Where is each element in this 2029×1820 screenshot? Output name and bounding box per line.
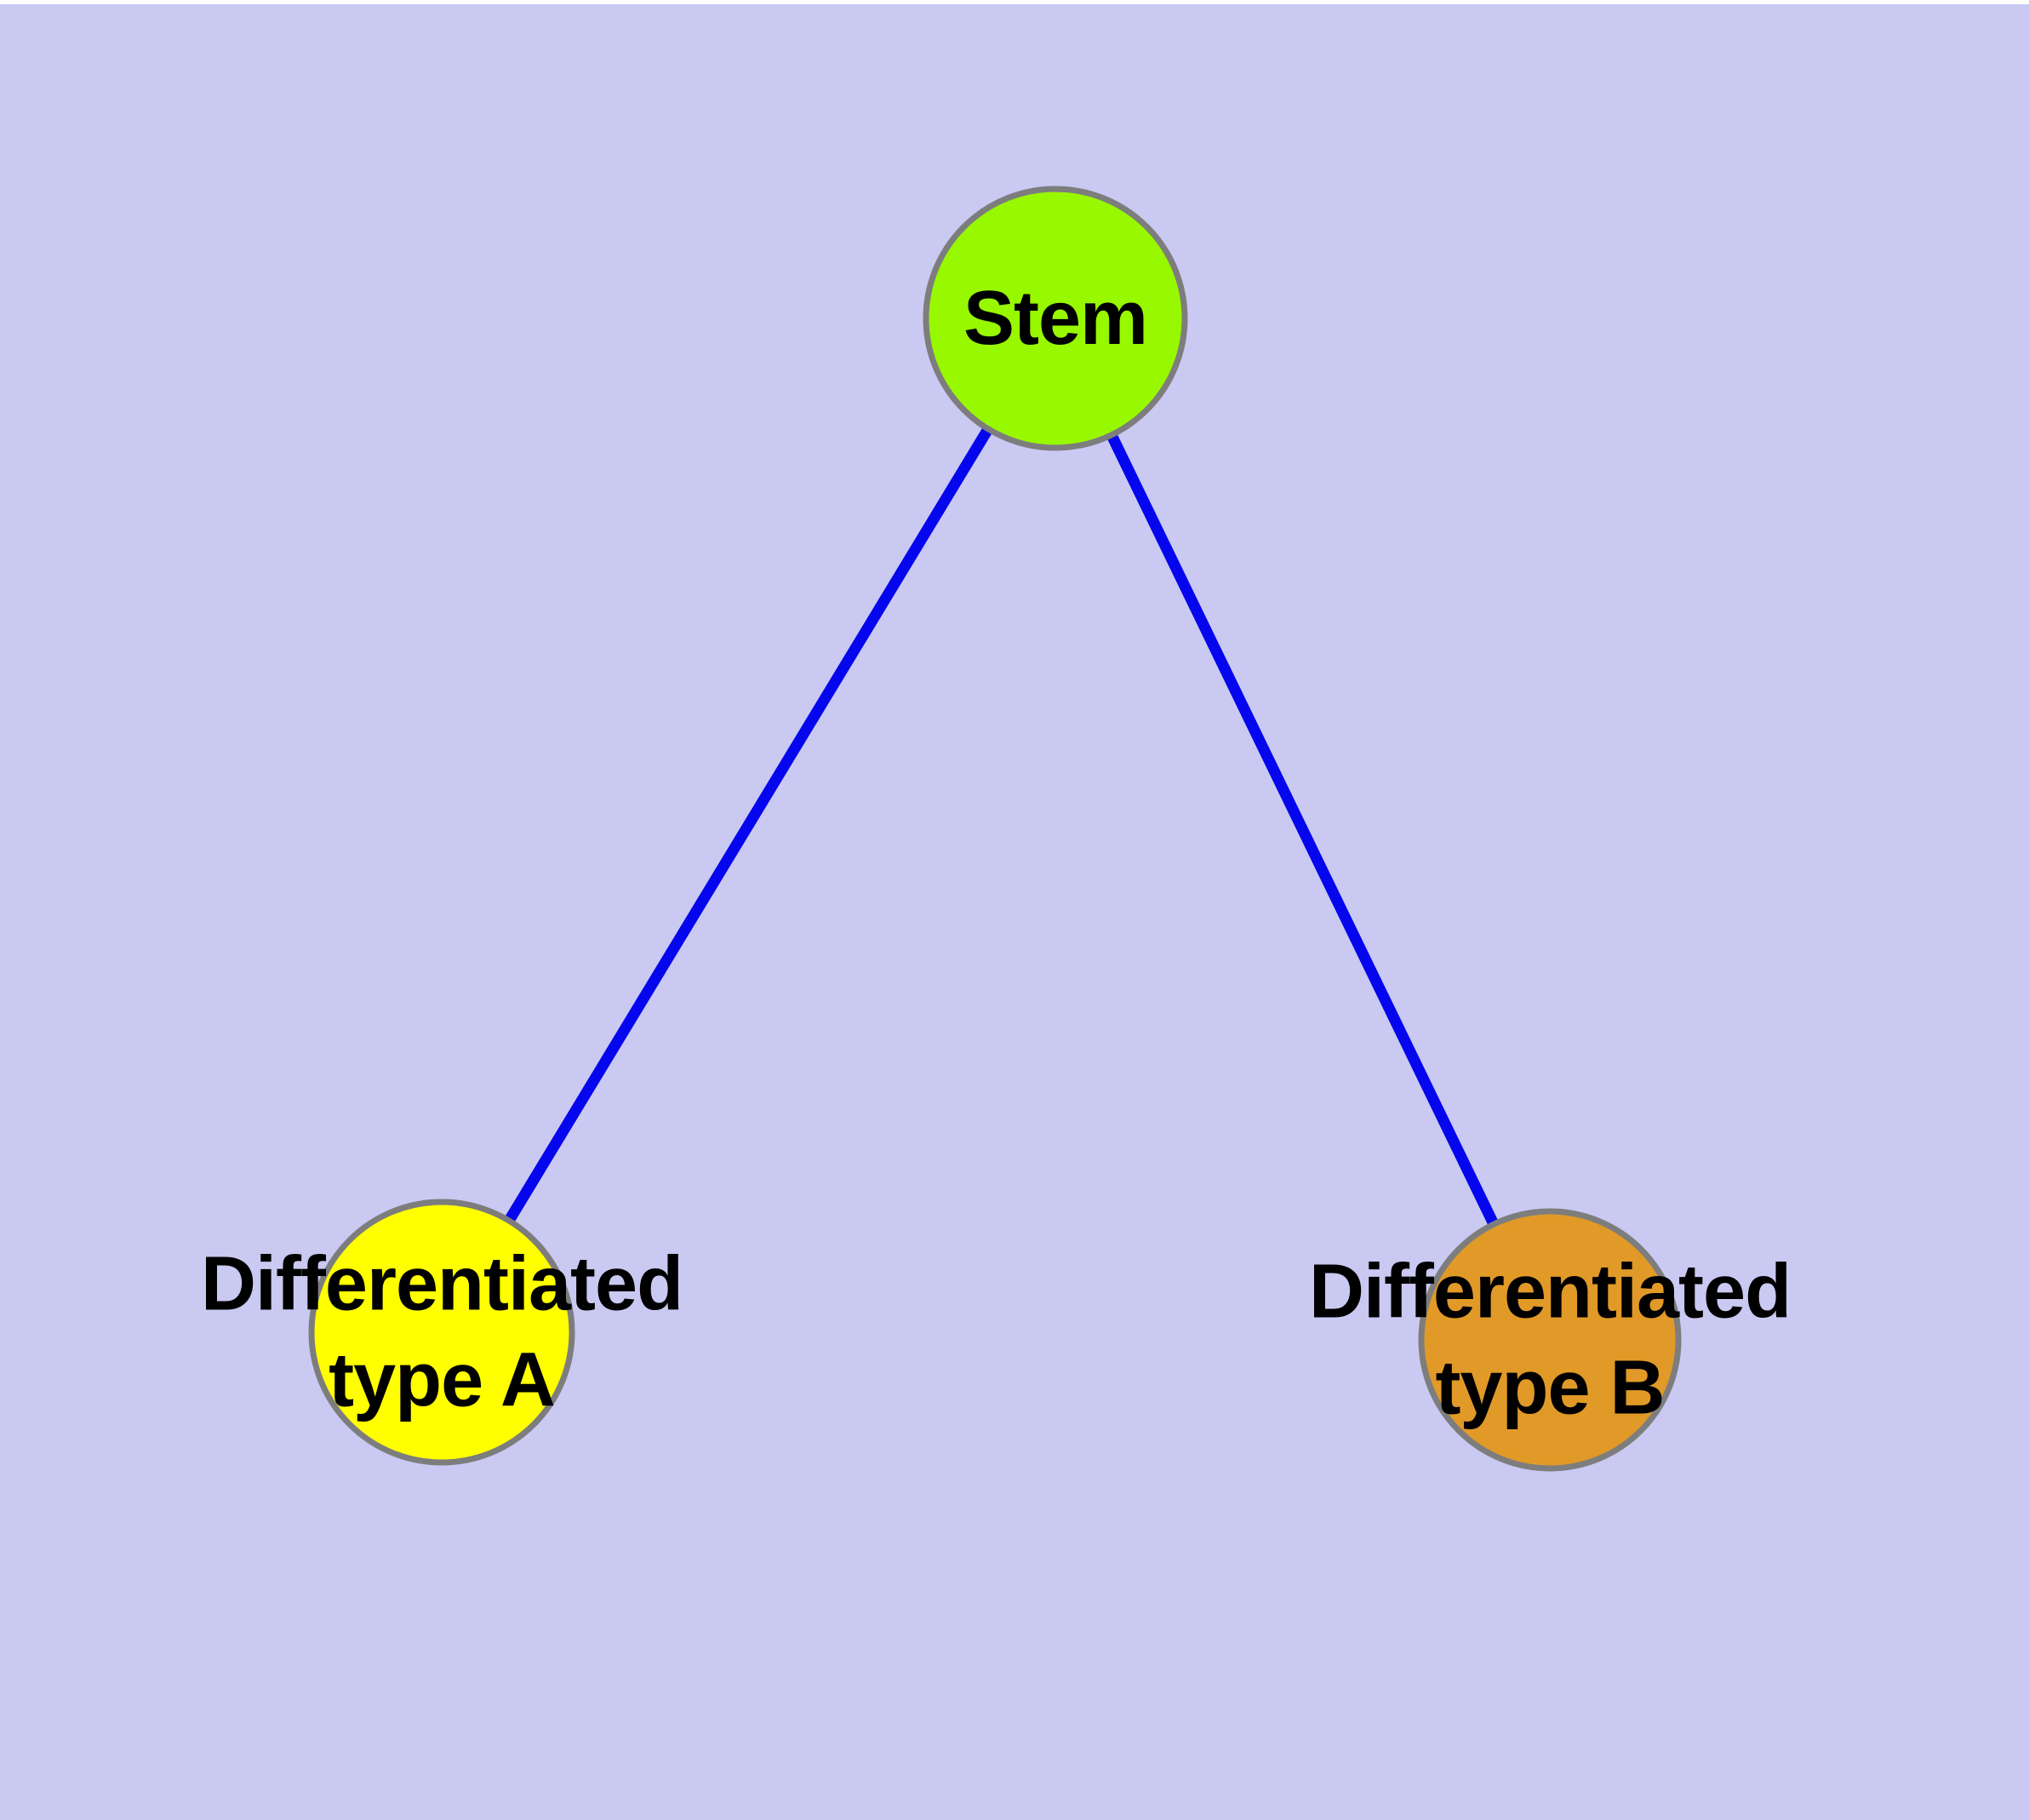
edge-stem-to-differentiated-type-a xyxy=(504,426,993,1224)
node-stem-circle xyxy=(923,186,1188,451)
top-margin-strip xyxy=(0,0,2029,4)
node-stem-label: Stem xyxy=(963,275,1148,361)
node-differentiated-type-a-circle xyxy=(308,1199,575,1466)
node-differentiated-type-b-circle xyxy=(1418,1208,1682,1472)
edge-stem-to-differentiated-type-b xyxy=(1106,432,1499,1227)
node-differentiated-type-b-label: Differentiated type B xyxy=(1308,1249,1792,1431)
node-differentiated-type-a-label: Differentiated type A xyxy=(200,1241,683,1423)
